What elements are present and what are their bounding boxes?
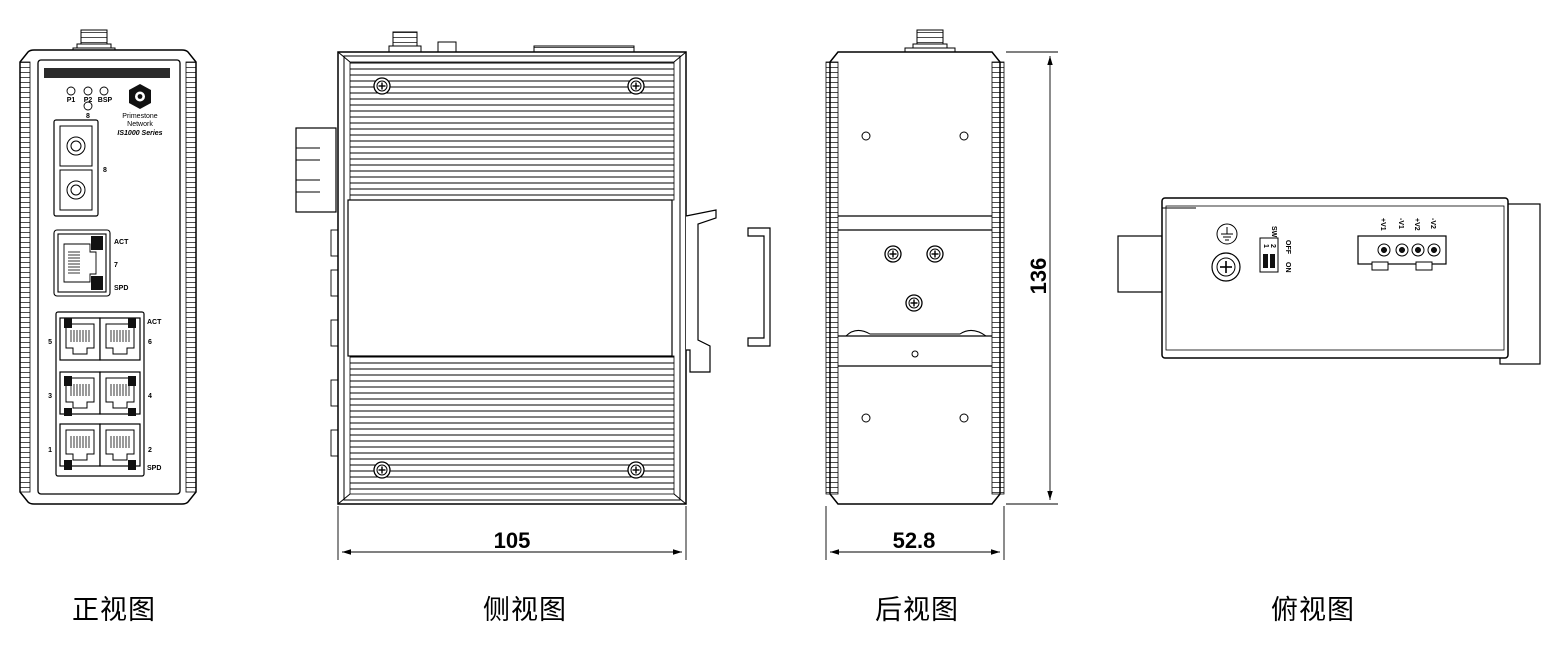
port-number-5: 5 [48,339,52,346]
led-bsp [99,86,109,96]
back-width-dimension: 52.8 [893,528,936,553]
port-number-1: 1 [48,447,52,454]
dip-off-label: OFF [1284,240,1291,255]
terminal-label-v2-plus: +V2 [1413,218,1420,231]
fiber-port: 8 [53,119,107,217]
dip-1-label: 1 [1262,244,1269,248]
back-housing [829,51,1001,505]
brand-logo: Primestone Network IS1000 Series [117,84,163,137]
led-label-bsp: BSP [98,97,113,104]
side-view-caption: 侧视图 [483,595,567,626]
power-terminal-block: +V1 -V1 +V2 -V2 [1357,218,1447,271]
rj45-port-7: ACT 7 SPD [53,229,129,297]
led-label-port8: 8 [86,113,90,120]
top-view-caption: 俯视图 [1271,595,1355,626]
din-rail-section [747,227,771,347]
port-number-2: 2 [148,447,152,454]
top-fiber-stub [1117,235,1163,293]
side-top-fins [349,61,675,201]
front-view: P1 P2 BSP 8 Primestone Network IS1000 Se… [19,29,197,505]
brand-line2: Network [127,121,153,128]
bank-act-label: ACT [147,319,162,326]
top-housing [1161,197,1509,359]
rj45-port-bank: ACT SPD 5 3 1 6 4 2 [48,311,162,477]
side-label-panel [347,199,673,357]
back-view: 52.8 136 [825,29,1058,560]
fiber-port-number: 8 [103,167,107,174]
ground-screw-icon [1211,252,1241,282]
led-port8 [83,101,93,111]
terminal-label-v2-minus: -V2 [1429,218,1436,229]
port7-spd-label: SPD [114,285,128,292]
dip-on-label: ON [1284,262,1291,273]
port7-act-led [91,236,103,250]
port7-act-label: ACT [114,239,129,246]
back-height-dimension: 136 [1026,258,1051,295]
front-top-strip [44,68,170,78]
port-number-3: 3 [48,393,52,400]
top-view: SW OFF 1 2 ON +V1 -V1 +V2 -V2 [1117,197,1541,365]
brand-line1: Primestone [122,113,158,120]
led-p1 [66,86,76,96]
ground-knob [72,29,116,53]
back-view-caption: 后视图 [875,595,959,626]
side-bottom-fins [349,355,675,495]
series-label: IS1000 Series [117,130,162,137]
led-label-p1: P1 [67,97,76,104]
front-view-caption: 正视图 [72,595,156,626]
port-number-4: 4 [148,393,152,400]
status-leds: P1 P2 BSP 8 [66,86,113,120]
led-p2 [83,86,93,96]
led-label-p2: P2 [84,97,93,104]
terminal-label-v1-minus: -V1 [1397,218,1404,229]
dip-sw-label: SW [1270,226,1277,238]
side-width-dimension: 105 [494,528,531,553]
dip-switch: SW OFF 1 2 ON [1259,226,1291,273]
side-view: 105 [295,31,771,560]
terminal-label-v1-plus: +V1 [1379,218,1386,231]
bank-spd-label: SPD [147,465,161,472]
port-number-6: 6 [148,339,152,346]
port7-number: 7 [114,262,118,269]
port7-spd-led [91,276,103,290]
dip-2-label: 2 [1269,244,1276,248]
